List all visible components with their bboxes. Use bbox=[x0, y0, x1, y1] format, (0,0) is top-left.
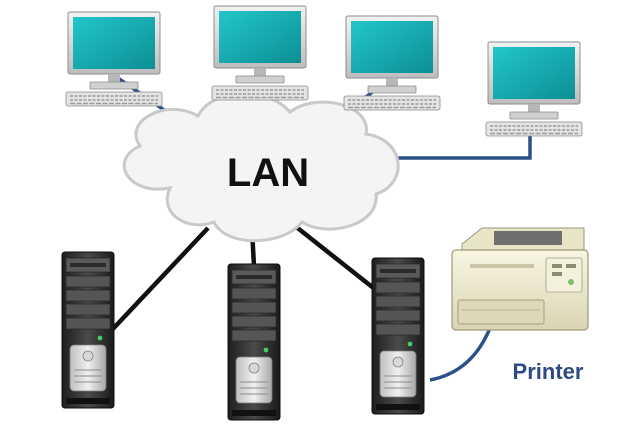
desktop-computer-icon bbox=[211, 5, 309, 101]
cable-server-3 bbox=[288, 220, 378, 292]
desktop-computer-icon bbox=[343, 15, 441, 111]
printer: Printer bbox=[451, 227, 589, 384]
cable-server-1 bbox=[108, 226, 210, 334]
workstation-1 bbox=[65, 11, 163, 107]
server-2 bbox=[227, 263, 281, 421]
laser-printer-icon bbox=[451, 227, 589, 331]
server-tower-icon bbox=[371, 257, 425, 415]
desktop-computer-icon bbox=[485, 41, 583, 137]
workstation-3 bbox=[343, 15, 441, 111]
server-tower-icon bbox=[227, 263, 281, 421]
cable-workstation-4 bbox=[378, 134, 532, 160]
printer-label: Printer bbox=[513, 359, 584, 384]
lan-label: LAN bbox=[227, 151, 309, 195]
workstation-4 bbox=[485, 41, 583, 137]
server-1 bbox=[61, 251, 115, 409]
lan-cloud: LAN bbox=[122, 92, 400, 243]
cable-printer bbox=[429, 327, 492, 382]
workstation-2 bbox=[211, 5, 309, 101]
desktop-computer-icon bbox=[65, 11, 163, 107]
server-tower-icon bbox=[61, 251, 115, 409]
server-3 bbox=[371, 257, 425, 415]
